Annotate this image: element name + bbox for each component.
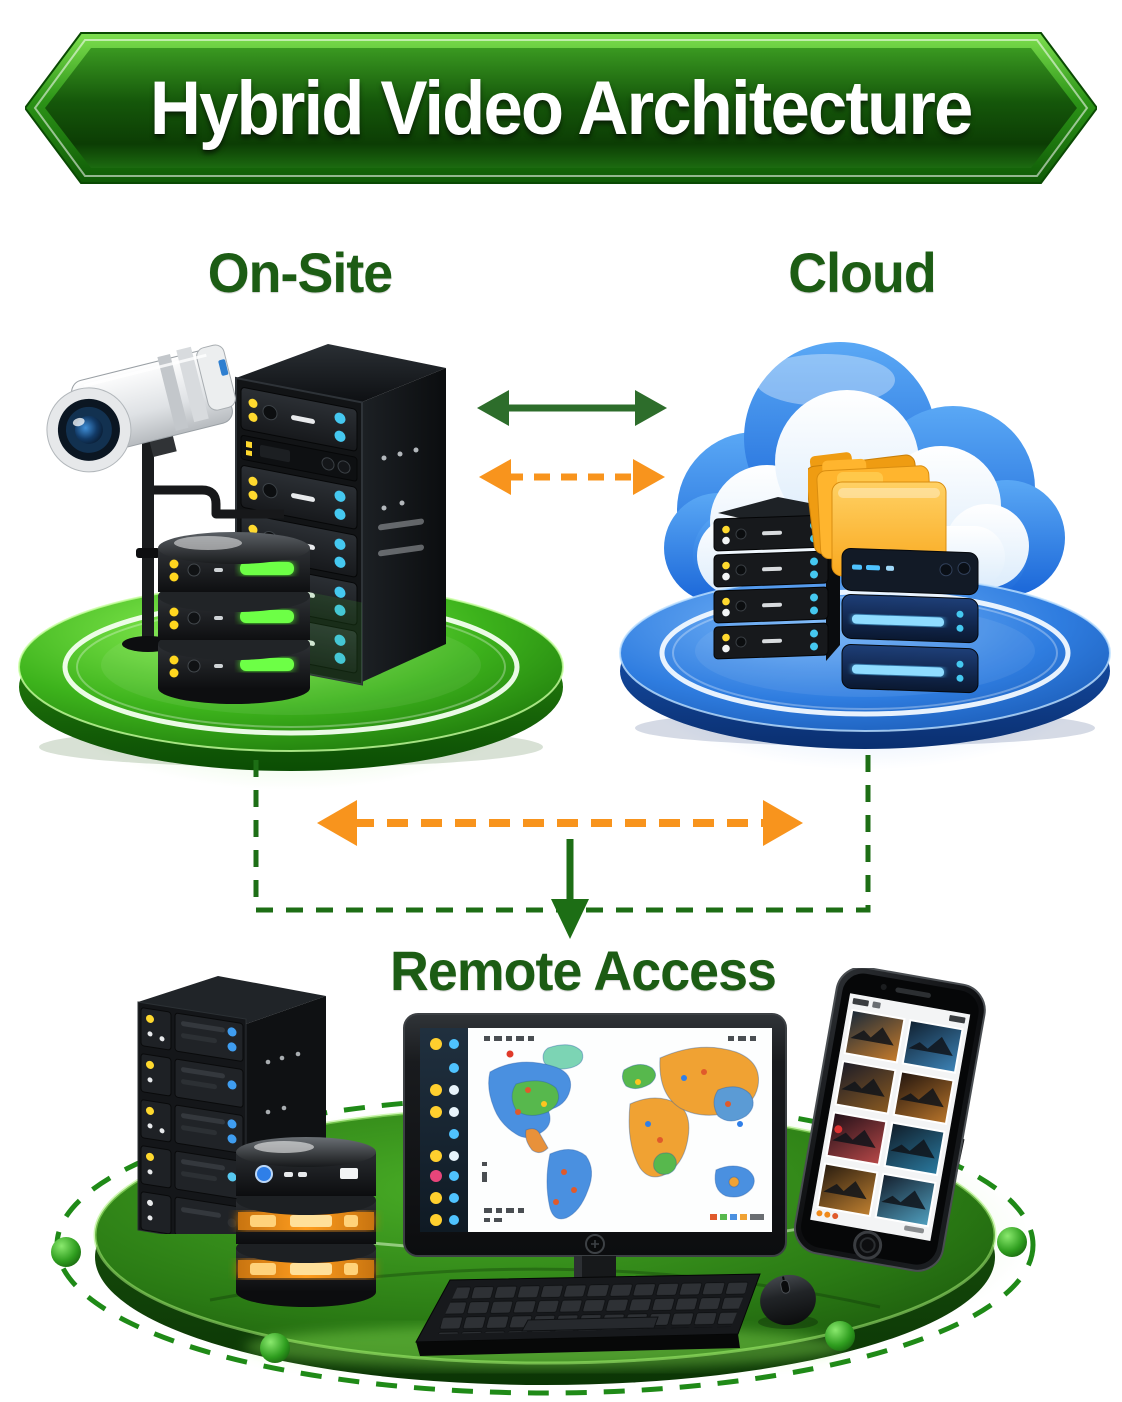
keyboard-icon	[415, 1273, 761, 1356]
down-arrow-to-remote	[551, 839, 589, 939]
onsite-cloud-arrows	[477, 390, 667, 495]
failover-sync-arrow	[317, 800, 803, 846]
remote-database-stack-icon	[236, 1137, 376, 1307]
cctv-camera-icon	[46, 344, 284, 652]
cloud-label: Cloud	[788, 241, 936, 304]
mouse-icon	[758, 1274, 818, 1329]
onsite-database-stack-icon	[158, 532, 310, 704]
monitor-world-map-icon	[403, 1013, 787, 1312]
remote-access-label: Remote Access	[390, 939, 777, 1002]
smartphone-video-grid-icon	[793, 968, 986, 1272]
page-title-text: Hybrid Video Architecture	[150, 65, 973, 151]
cloud-storage-array-icon	[841, 547, 979, 694]
page-title: Hybrid Video Architecture	[25, 28, 1097, 188]
title-banner	[25, 32, 1097, 184]
sync-arrow-dashed-icon	[479, 459, 665, 495]
on-site-label: On-Site	[207, 241, 393, 304]
sync-arrow-solid-icon	[477, 390, 667, 426]
